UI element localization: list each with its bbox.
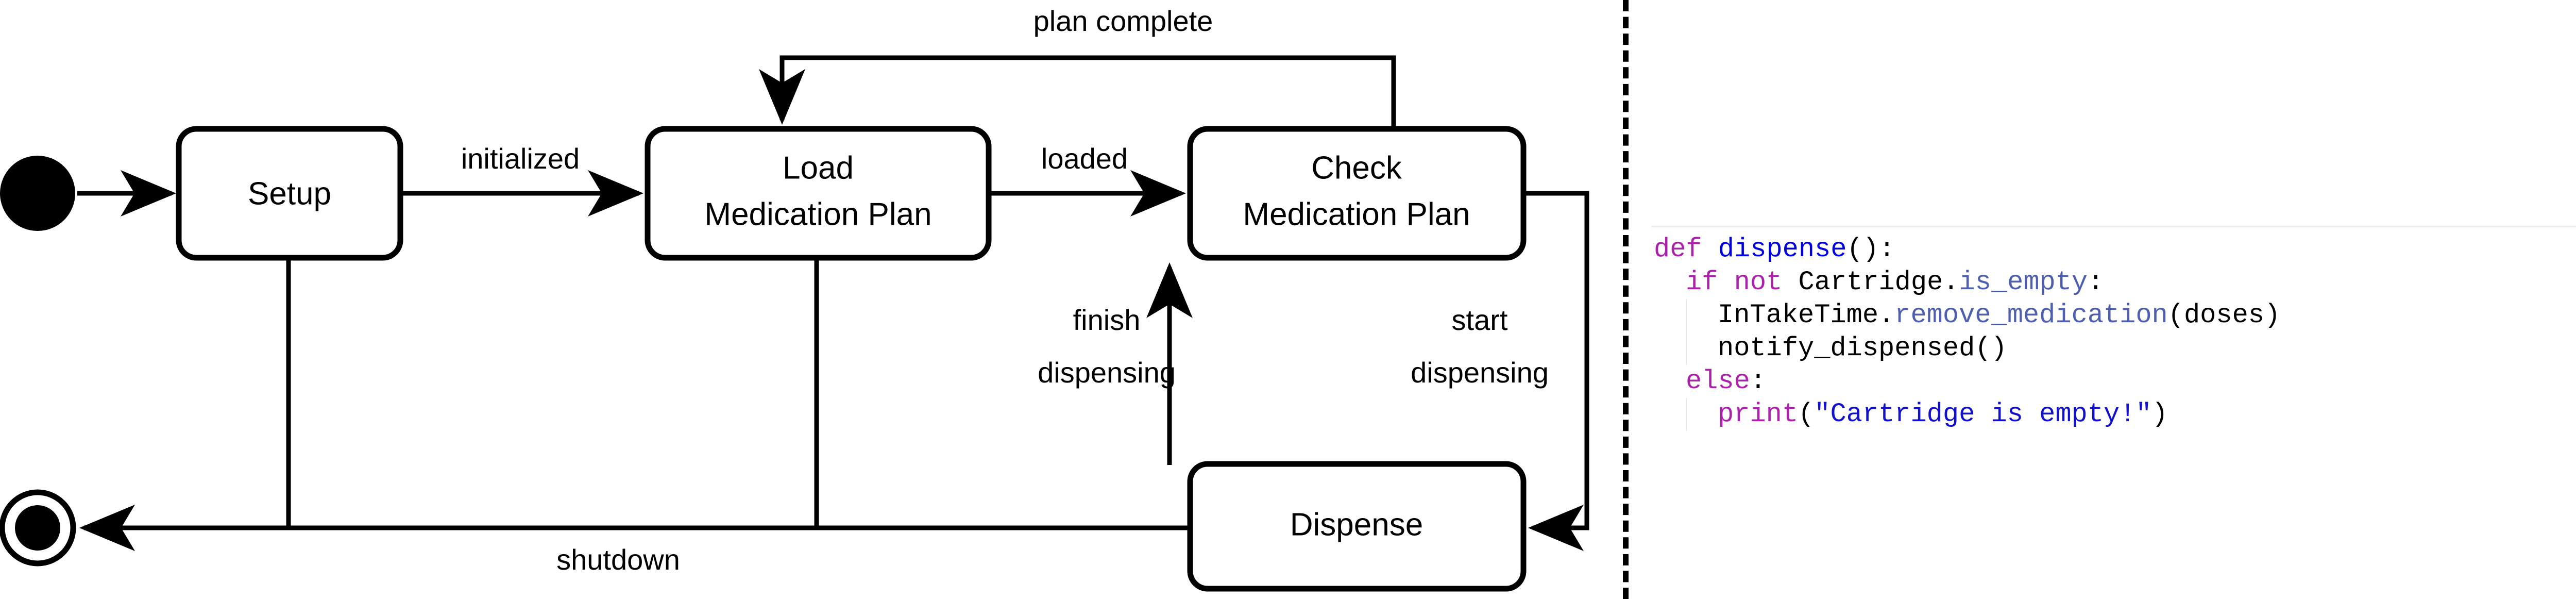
code-line: def dispense(): [1654, 233, 2576, 266]
code-token: dispense [1718, 234, 1847, 264]
code-line: InTakeTime.remove_medication(doses) [1654, 299, 2576, 332]
code-snippet[interactable]: def dispense():if not Cartridge.is_empty… [1654, 233, 2576, 431]
final-state-node [0, 489, 76, 567]
code-token: def [1654, 234, 1718, 264]
state-node-setup[interactable]: Setup [176, 126, 403, 261]
code-token: (): [1846, 234, 1895, 264]
edge-label-start-line2: dispensing [1411, 356, 1549, 389]
edge-label-finish-line2: dispensing [1038, 356, 1176, 389]
initial-state-node [0, 156, 75, 231]
code-line-text: else: [1654, 365, 1766, 398]
code-line: print("Cartridge is empty!") [1654, 398, 2576, 431]
state-label-load-line2: Medication Plan [704, 196, 931, 232]
code-line-text: InTakeTime.remove_medication(doses) [1654, 299, 2280, 332]
indent-guide [1686, 398, 1687, 431]
state-node-dispense[interactable]: Dispense [1187, 461, 1527, 592]
indent-guide [1686, 299, 1687, 332]
code-token: notify_dispensed() [1718, 333, 2007, 363]
pane-divider [1623, 0, 1629, 599]
edge-label-shutdown: shutdown [556, 543, 680, 576]
code-token: print [1718, 399, 1799, 429]
edge-label-initialized: initialized [461, 142, 580, 175]
indent-guide [1686, 332, 1687, 365]
code-token: : [1750, 366, 1767, 396]
code-line-text: if not Cartridge.is_empty: [1654, 266, 2104, 299]
code-line-text: def dispense(): [1654, 233, 1895, 266]
state-label-dispense: Dispense [1290, 507, 1423, 542]
state-node-check-medication-plan[interactable]: Check Medication Plan [1187, 126, 1527, 261]
edge-label-loaded: loaded [1041, 142, 1128, 175]
edge-check-to-dispense [1523, 191, 1589, 551]
code-line-text: print("Cartridge is empty!") [1654, 398, 2168, 431]
code-token: (doses) [2167, 300, 2281, 330]
code-token: if not [1686, 267, 1799, 297]
code-token: ( [1798, 399, 1815, 429]
code-line: notify_dispensed() [1654, 332, 2576, 365]
code-token: InTakeTime. [1718, 300, 1895, 330]
edge-label-plan-complete: plan complete [1033, 5, 1213, 37]
state-label-check-line2: Medication Plan [1243, 196, 1470, 232]
code-token: ) [2151, 399, 2168, 429]
code-line-text: notify_dispensed() [1654, 332, 2007, 365]
code-token: is_empty [1959, 267, 2088, 297]
code-token: else [1686, 366, 1750, 396]
edge-label-finish-line1: finish [1073, 304, 1141, 336]
code-token: : [2088, 267, 2104, 297]
state-label-check-line1: Check [1311, 150, 1402, 186]
code-line: if not Cartridge.is_empty: [1654, 266, 2576, 299]
code-line: else: [1654, 365, 2576, 398]
edge-label-start-line1: start [1452, 304, 1508, 336]
code-token: "Cartridge is empty!" [1814, 399, 2152, 429]
state-node-load-medication-plan[interactable]: Load Medication Plan [645, 126, 992, 261]
uml-state-diagram: Setup Load Medication Plan Check Medicat… [0, 5, 1589, 592]
state-label-load-line1: Load [783, 150, 854, 186]
code-token: Cartridge. [1798, 267, 1959, 297]
code-token: remove_medication [1894, 300, 2168, 330]
edge-check-to-load [759, 55, 1396, 130]
code-panel: def dispense():if not Cartridge.is_empty… [1649, 0, 2576, 599]
code-top-rule [1651, 226, 2576, 227]
state-label-setup: Setup [248, 176, 331, 211]
